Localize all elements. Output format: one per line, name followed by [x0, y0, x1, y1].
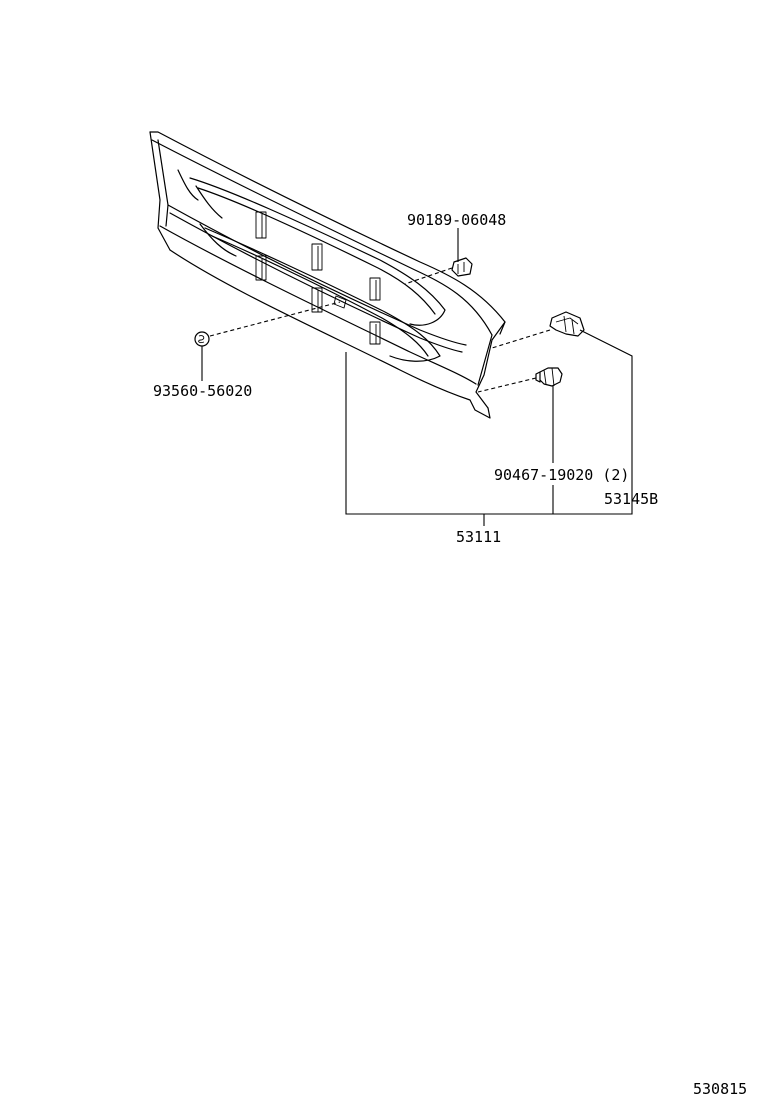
radiator-grille-illustration: [149, 131, 506, 419]
clip-icon: [535, 367, 563, 387]
part-label-grommet: 93560-56020: [153, 382, 253, 400]
part-label-clip: 90467-19020 (2): [494, 466, 630, 484]
clip-dashed-line: [477, 377, 537, 393]
bracket-dashed-line: [491, 329, 551, 349]
figure-id: 530815: [693, 1080, 748, 1098]
nut-icon: [451, 257, 473, 277]
bracket-icon: [549, 311, 585, 337]
grille-leader-bracket: [345, 352, 633, 515]
grommet-icon: [194, 331, 210, 347]
part-label-bracket: 53145B: [604, 490, 659, 508]
nut-dashed-line: [404, 267, 453, 285]
bracket-leader-line: [579, 329, 633, 510]
part-label-nut: 90189-06048: [407, 211, 507, 229]
grommet-dashed-line: [209, 301, 341, 337]
part-label-grille: 53111: [456, 528, 502, 546]
